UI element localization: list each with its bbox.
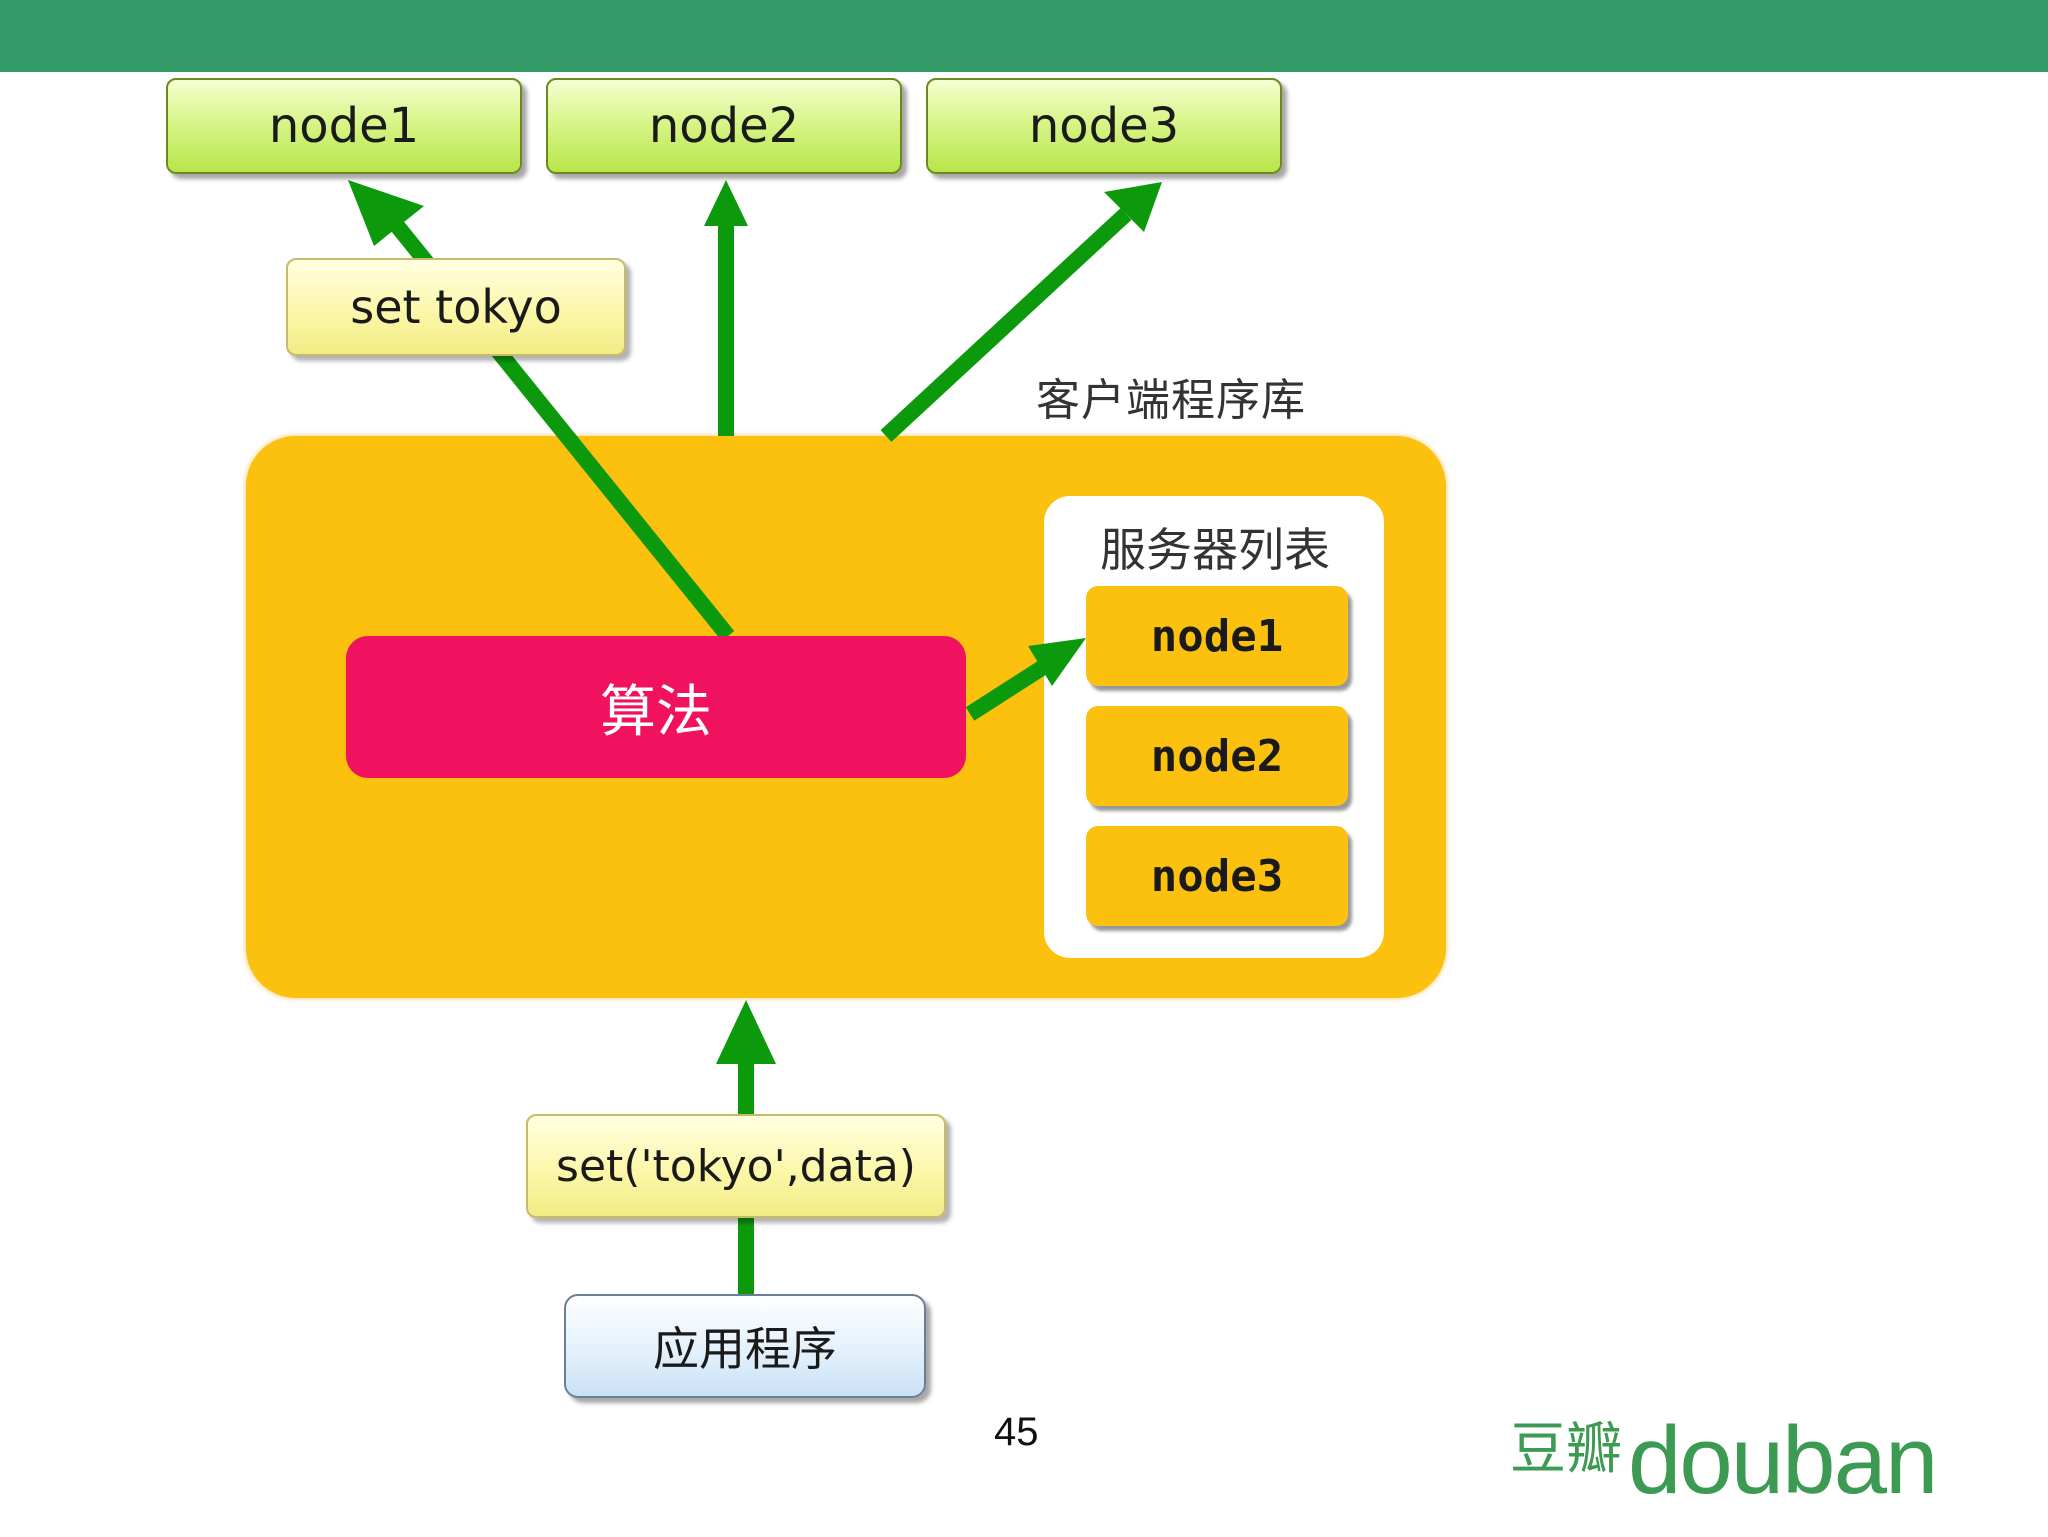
arrowhead-client bbox=[716, 1000, 776, 1064]
client-library-label: 客户端程序库 bbox=[1036, 375, 1306, 426]
node3-box: node3 bbox=[926, 78, 1282, 174]
node1-box: node1 bbox=[166, 78, 522, 174]
set-tokyo-label: set tokyo bbox=[286, 258, 626, 356]
arrowhead-node3 bbox=[1104, 182, 1162, 232]
application-box: 应用程序 bbox=[564, 1294, 926, 1398]
node2-box: node2 bbox=[546, 78, 902, 174]
arrow-algo-to-serverlist bbox=[965, 657, 1053, 721]
server-list-title: 服务器列表 bbox=[1100, 523, 1330, 577]
server-list-node2: node2 bbox=[1086, 706, 1348, 806]
arrowhead-node2 bbox=[704, 180, 748, 226]
arrow-to-node3 bbox=[880, 208, 1132, 442]
arrowhead-serverlist bbox=[1028, 638, 1086, 686]
douban-logo: 豆瓣 douban bbox=[1510, 1404, 1938, 1514]
call-label: set('tokyo',data) bbox=[526, 1114, 946, 1218]
arrowhead-node1 bbox=[348, 180, 424, 246]
page-number: 45 bbox=[994, 1410, 1039, 1454]
logo-latin: douban bbox=[1628, 1407, 1938, 1514]
server-list-node3: node3 bbox=[1086, 826, 1348, 926]
algorithm-box: 算法 bbox=[346, 636, 966, 778]
server-list-node1: node1 bbox=[1086, 586, 1348, 686]
logo-chinese: 豆瓣 bbox=[1510, 1417, 1622, 1482]
header-bar bbox=[0, 0, 2048, 72]
